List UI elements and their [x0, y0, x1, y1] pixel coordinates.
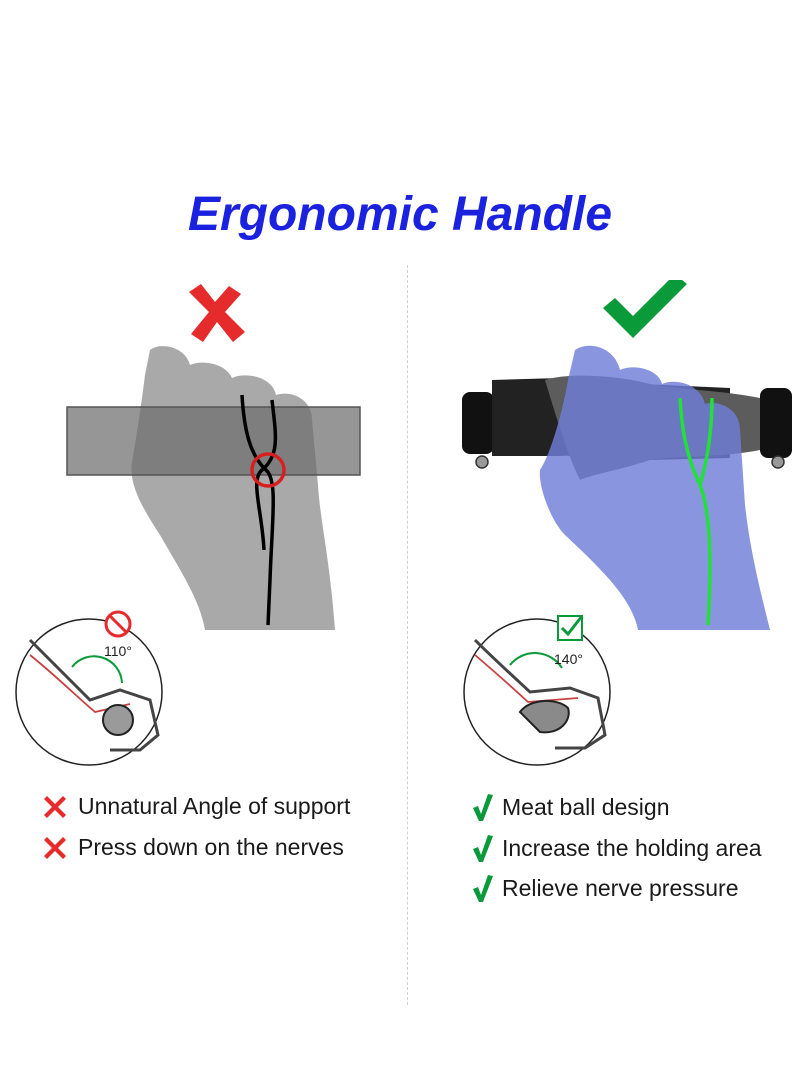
check-mark-icon	[603, 280, 687, 338]
bad-point-text: Press down on the nerves	[78, 834, 344, 860]
good-point-text: Meat ball design	[502, 793, 670, 820]
grey-hand	[131, 346, 335, 630]
angle-diagram-110	[15, 618, 163, 766]
check-mark-icon	[473, 875, 493, 902]
check-mark-icon	[473, 794, 493, 821]
check-mark-icon	[473, 835, 493, 862]
good-grip-illustration	[462, 280, 792, 766]
angle-label-110: 110°	[104, 643, 132, 659]
pressure-point-marker	[250, 452, 286, 488]
list-item: Relieve nerve pressure	[472, 873, 739, 903]
good-point-text: Increase the holding area	[502, 834, 762, 861]
checkbox-icon	[557, 615, 584, 641]
angle-label-140: 140°	[554, 651, 583, 667]
x-mark-icon	[189, 284, 245, 342]
x-mark-icon	[44, 836, 66, 859]
angle-diagram-140	[463, 618, 611, 766]
list-item: Increase the holding area	[472, 833, 762, 863]
list-item: Press down on the nerves	[42, 834, 344, 861]
x-mark-icon	[44, 795, 66, 818]
blue-hand	[539, 345, 770, 630]
page-title: Ergonomic Handle	[187, 188, 613, 241]
bad-grip-illustration	[15, 284, 361, 766]
good-point-text: Relieve nerve pressure	[502, 874, 739, 901]
list-item: Unnatural Angle of support	[42, 793, 350, 820]
flat-handle-bar	[66, 406, 361, 476]
center-divider	[407, 265, 408, 1005]
list-item: Meat ball design	[472, 792, 670, 822]
no-symbol-icon	[104, 610, 132, 638]
bad-point-text: Unnatural Angle of support	[78, 793, 351, 819]
